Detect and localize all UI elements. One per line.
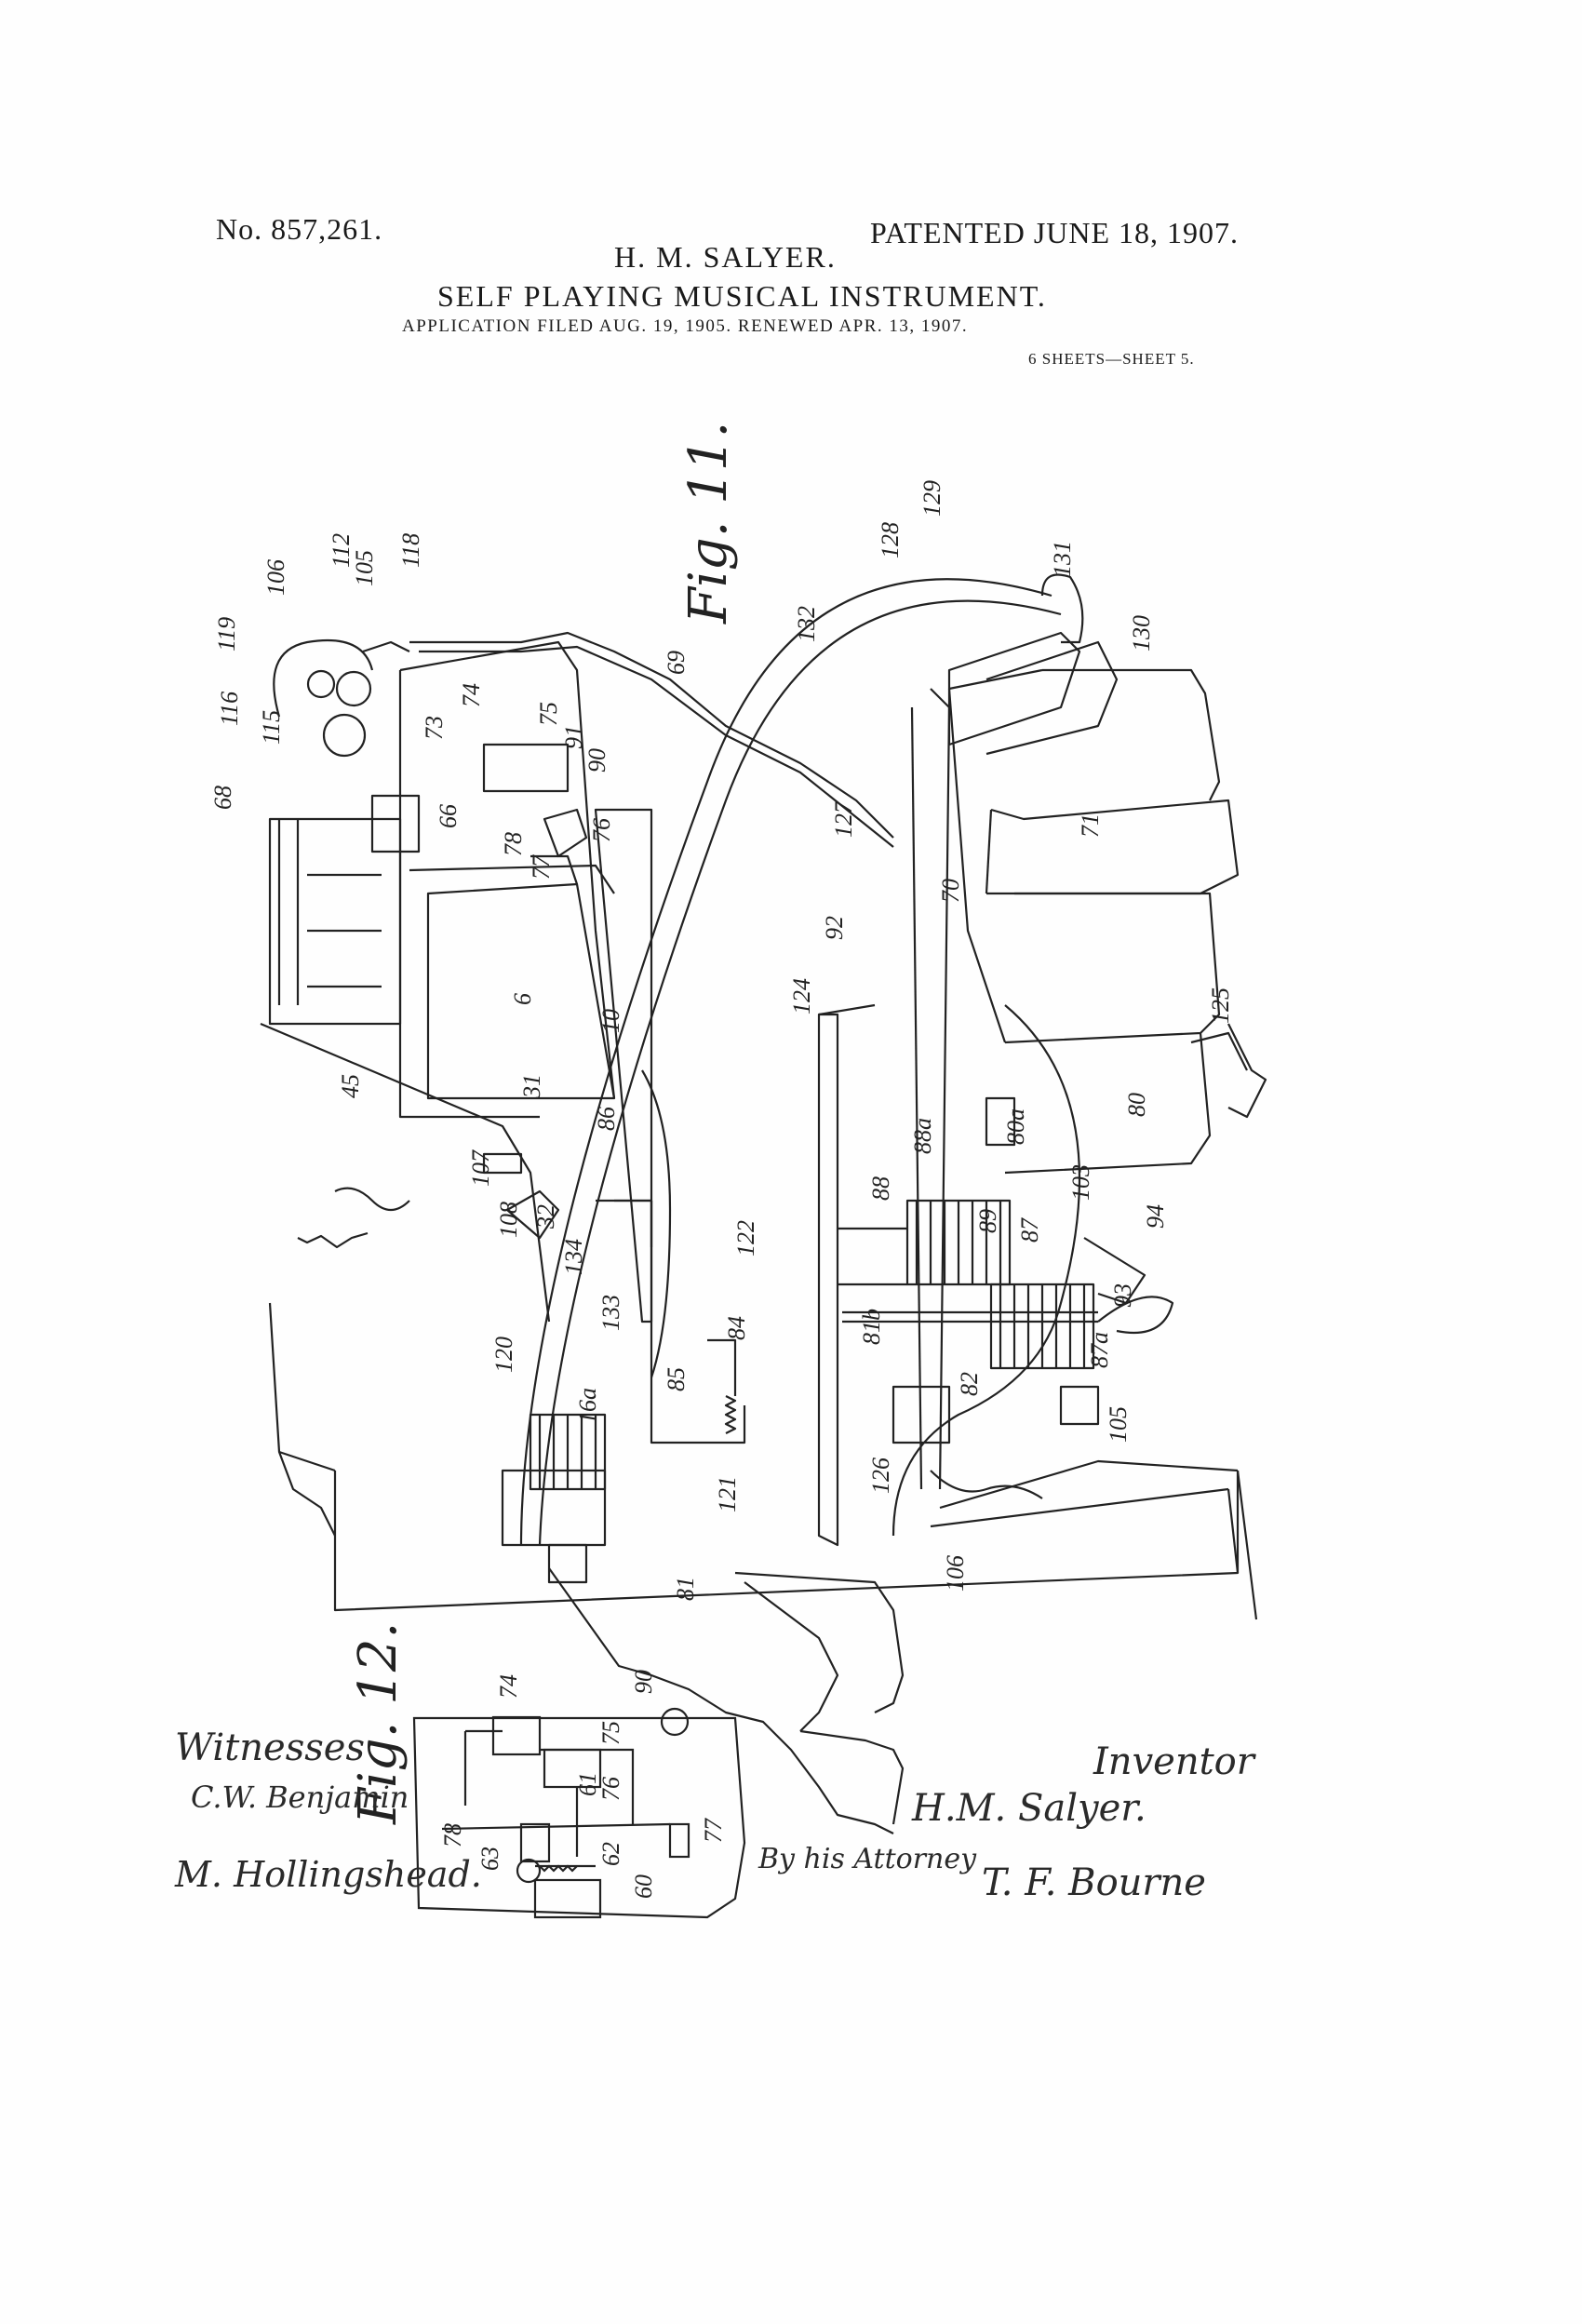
num-126: 126 [867, 1458, 894, 1494]
num-120: 120 [490, 1337, 517, 1373]
num-31: 31 [518, 1074, 545, 1099]
num-129: 129 [918, 480, 945, 517]
num-71: 71 [1077, 813, 1104, 838]
num-130: 130 [1128, 615, 1155, 652]
witnesses-label: Witnesses [175, 1726, 365, 1769]
num-10: 10 [597, 1009, 624, 1033]
num-75: 75 [535, 702, 562, 726]
num-132: 132 [793, 606, 820, 642]
num-133: 133 [597, 1295, 624, 1331]
num-76: 76 [588, 818, 615, 842]
patent-number: No. 857,261. [216, 212, 383, 246]
inventor-label: Inventor [1093, 1740, 1254, 1783]
fig12-numbers: 74 90 75 61 76 77 78 63 62 60 [439, 1670, 727, 1899]
num-6: 6 [509, 993, 536, 1005]
num-81b: 81b [858, 1309, 885, 1345]
num-f12-75: 75 [597, 1721, 624, 1745]
num-78: 78 [500, 832, 527, 856]
num-69: 69 [663, 651, 690, 675]
inventor-signature: H.M. Salyer. [912, 1787, 1146, 1830]
num-16a: 16a [574, 1388, 601, 1424]
witness-2-signature: M. Hollingshead. [175, 1854, 482, 1895]
num-f12-76: 76 [597, 1777, 624, 1801]
num-45: 45 [337, 1074, 364, 1098]
num-88a: 88a [909, 1118, 936, 1154]
num-105b: 105 [1105, 1406, 1132, 1443]
witness-1-signature: C.W. Benjamin [191, 1780, 409, 1815]
num-94: 94 [1142, 1204, 1169, 1229]
num-70: 70 [937, 879, 964, 903]
num-90: 90 [583, 748, 610, 772]
num-119: 119 [213, 617, 240, 652]
num-66: 66 [435, 804, 462, 828]
num-89: 89 [974, 1209, 1001, 1233]
patent-date: PATENTED JUNE 18, 1907. [870, 216, 1240, 249]
num-f12-63: 63 [476, 1847, 503, 1871]
num-107: 107 [467, 1149, 494, 1187]
num-f12-77: 77 [700, 1818, 727, 1843]
num-80a: 80a [1002, 1108, 1029, 1145]
num-f12-78: 78 [439, 1823, 466, 1847]
num-f12-90: 90 [630, 1670, 657, 1694]
num-105: 105 [351, 550, 378, 586]
num-81: 81 [672, 1577, 699, 1601]
num-77: 77 [528, 854, 555, 880]
num-87: 87 [1016, 1217, 1043, 1243]
attorney-signature: T. F. Bourne [982, 1861, 1206, 1904]
num-103: 103 [1067, 1164, 1094, 1201]
num-127: 127 [830, 800, 857, 838]
num-131: 131 [1049, 541, 1076, 577]
num-82: 82 [956, 1372, 983, 1396]
num-f12-60: 60 [630, 1874, 657, 1899]
num-f12-61: 61 [574, 1772, 601, 1796]
num-85: 85 [663, 1367, 690, 1391]
num-f12-62: 62 [597, 1842, 624, 1866]
fig12-label: Fig. 12. [348, 1622, 409, 1825]
num-68: 68 [209, 786, 236, 810]
num-121: 121 [714, 1476, 741, 1512]
num-108: 108 [495, 1202, 522, 1238]
sheet-count: 6 SHEETS—SHEET 5. [1028, 350, 1195, 368]
num-106b: 106 [942, 1555, 969, 1592]
num-92: 92 [821, 916, 848, 940]
num-134: 134 [560, 1239, 587, 1275]
fig11-label: Fig. 11. [678, 422, 739, 625]
num-115: 115 [258, 710, 285, 745]
num-91: 91 [560, 725, 587, 749]
num-106: 106 [262, 559, 289, 596]
num-73: 73 [421, 716, 448, 740]
num-86: 86 [593, 1107, 620, 1131]
num-116: 116 [216, 692, 243, 726]
num-f12-74: 74 [495, 1674, 522, 1699]
num-122: 122 [732, 1220, 759, 1256]
patent-title: SELF PLAYING MUSICAL INSTRUMENT. [437, 279, 1047, 313]
application-line: APPLICATION FILED AUG. 19, 1905. RENEWED… [402, 316, 969, 336]
num-93: 93 [1109, 1283, 1136, 1308]
fig12-drawing [412, 1707, 746, 1919]
num-87a: 87a [1086, 1332, 1113, 1368]
num-88: 88 [867, 1176, 894, 1201]
num-112: 112 [328, 533, 355, 568]
num-80: 80 [1123, 1093, 1150, 1117]
num-124: 124 [788, 978, 815, 1014]
num-74: 74 [458, 683, 485, 707]
fig11-numbers: 68 116 119 106 112 105 118 115 73 74 66 … [209, 480, 1234, 1601]
num-125: 125 [1207, 987, 1234, 1024]
by-attorney-label: By his Attorney [758, 1843, 977, 1875]
num-32: 32 [532, 1204, 559, 1229]
fig11-drawing [260, 573, 1267, 1834]
num-84: 84 [723, 1316, 750, 1340]
num-128: 128 [877, 522, 904, 558]
num-118: 118 [397, 533, 424, 568]
inventor-name: H. M. SALYER. [614, 240, 837, 274]
